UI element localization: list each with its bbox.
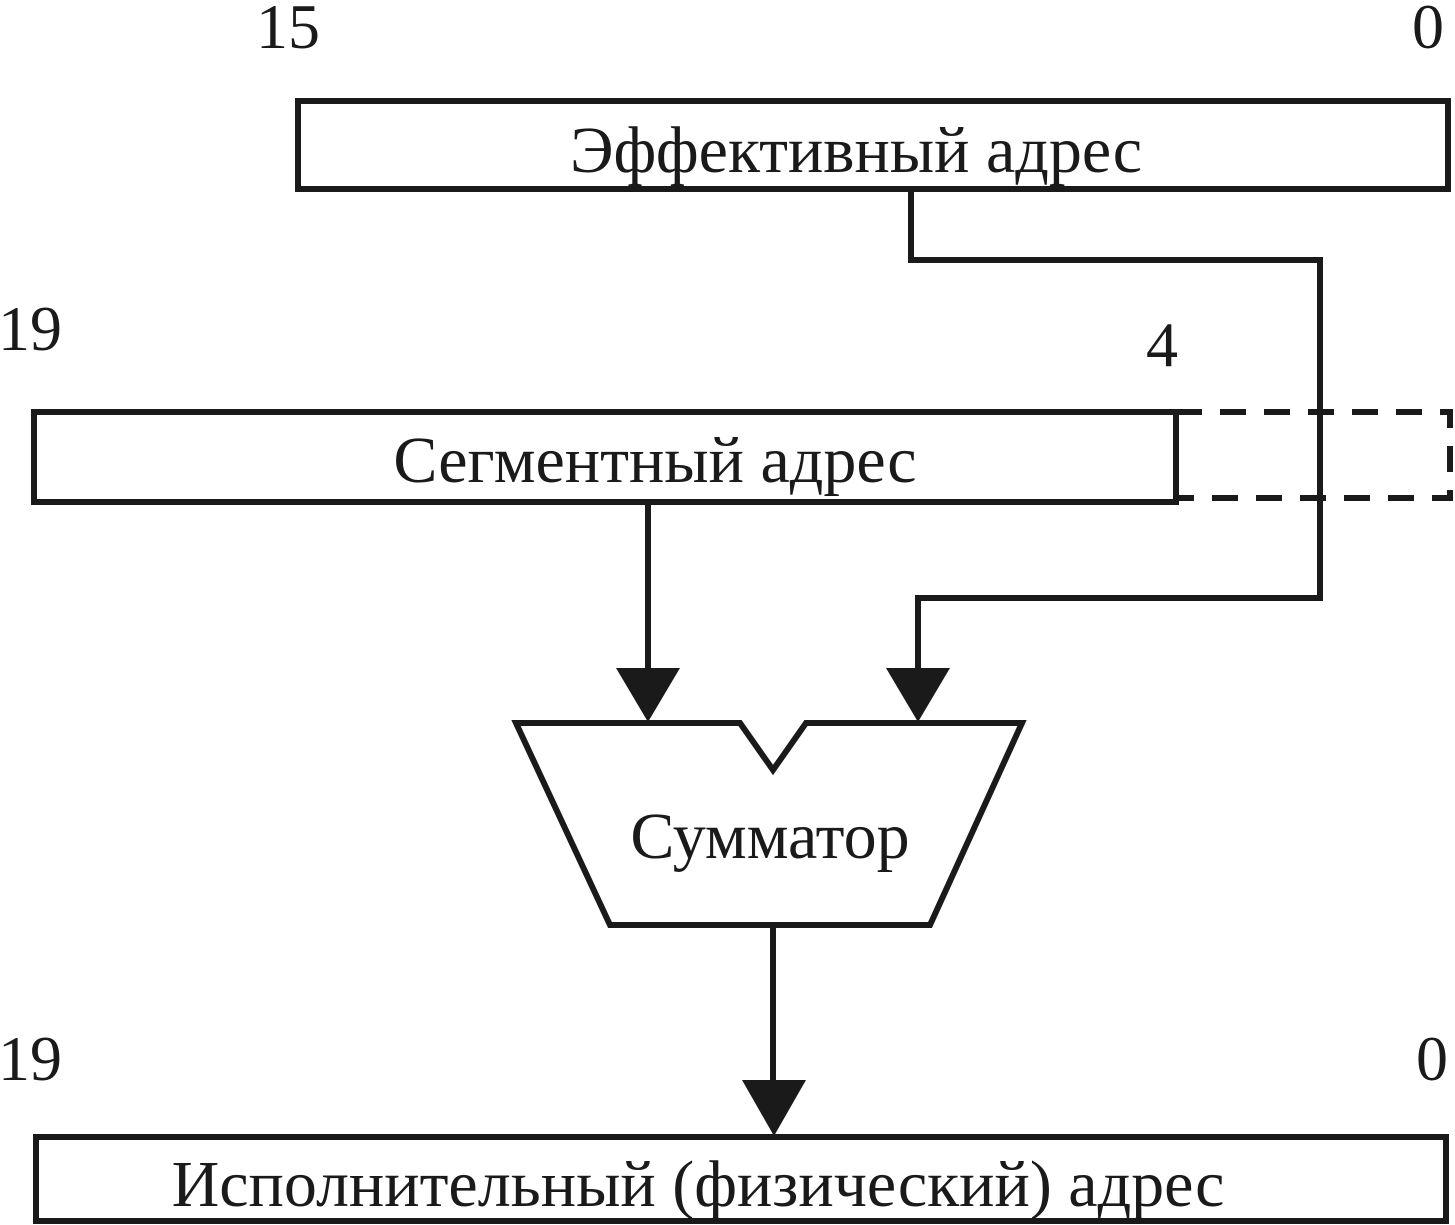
adder-output-arrowhead [742, 1080, 806, 1136]
effective-address-register [295, 98, 1451, 192]
effective-address-wire [908, 189, 1323, 668]
physical-low-bit-label: 0 [1416, 1023, 1448, 1094]
physical-address-register [33, 1134, 1449, 1224]
segment-address-label: Сегментный адрес [393, 424, 916, 497]
physical-high-bit-label: 19 [0, 1023, 62, 1094]
segment-shift-extension [1176, 409, 1453, 501]
segment-address-register [31, 409, 1179, 505]
effective-low-bit-label: 0 [1412, 0, 1444, 62]
adder-label: Сумматор [630, 800, 909, 873]
adder-block [511, 720, 1027, 928]
effective-high-bit-label: 15 [256, 0, 320, 62]
physical-address-label: Исполнительный (физический) адрес [172, 1148, 1225, 1221]
effective-address-arrowhead [886, 668, 950, 722]
segment-high-bit-label: 19 [0, 293, 62, 364]
segment-address-arrowhead [616, 668, 680, 722]
segment-low-bit-label: 4 [1146, 309, 1178, 380]
effective-address-label: Эффективный адрес [570, 114, 1142, 187]
